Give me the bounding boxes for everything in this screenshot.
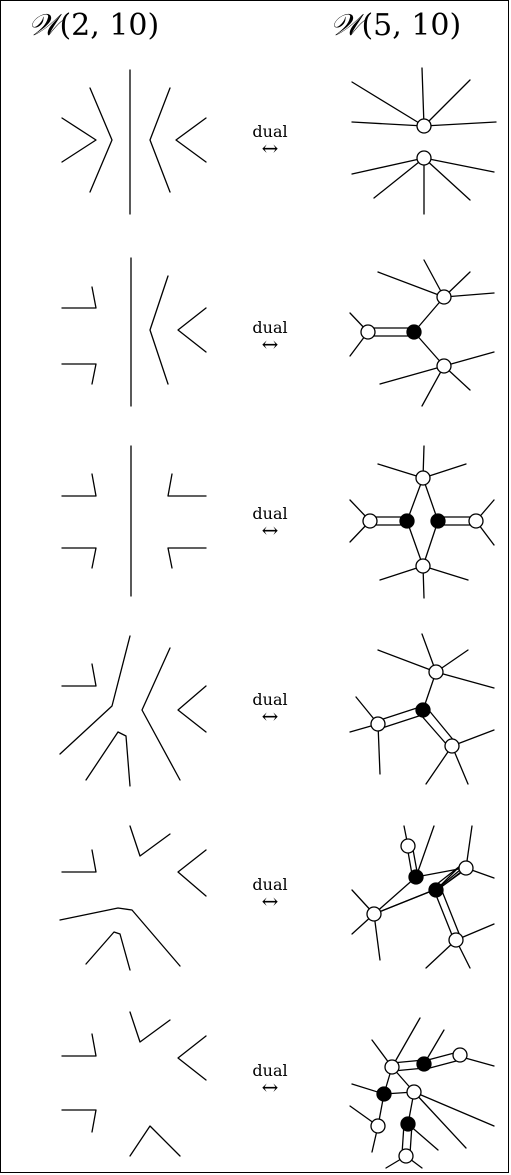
white-vertex — [436, 358, 452, 374]
double-arrow-icon: ↔ — [261, 889, 279, 913]
black-vertex — [399, 513, 415, 529]
double-arrow-icon: ↔ — [261, 332, 279, 356]
dual-label-row-5: dual↔ — [245, 875, 295, 913]
white-vertex — [444, 738, 460, 754]
right-diagram-row-3 — [349, 445, 495, 599]
black-vertex — [376, 1086, 392, 1102]
dual-label-row-3: dual↔ — [245, 504, 295, 542]
white-vertex — [406, 1084, 422, 1100]
double-arrow-icon: ↔ — [261, 1075, 279, 1099]
white-vertex — [366, 906, 382, 922]
white-vertex — [458, 860, 474, 876]
right-diagram-row-6 — [349, 1017, 495, 1169]
black-vertex — [408, 869, 424, 885]
right-diagram-row-4 — [349, 633, 495, 785]
dual-label-row-2: dual↔ — [245, 318, 295, 356]
white-vertex — [400, 838, 416, 854]
header-left-symbol: 𝒲 — [28, 8, 60, 43]
dual-label-row-6: dual↔ — [245, 1061, 295, 1099]
left-diagram-row-1 — [61, 69, 207, 215]
black-vertex — [415, 702, 431, 718]
white-vertex — [436, 289, 452, 305]
black-vertex — [406, 324, 422, 340]
white-vertex — [398, 1148, 414, 1164]
black-vertex — [416, 1056, 432, 1072]
header-left-args: (2, 10) — [59, 8, 160, 43]
white-vertex — [370, 716, 386, 732]
black-vertex — [430, 513, 446, 529]
white-vertex — [384, 1059, 400, 1075]
dual-label-row-4: dual↔ — [245, 690, 295, 728]
dual-text: dual — [252, 318, 288, 337]
header-w-5-10: 𝒲(5, 10) — [330, 8, 461, 43]
left-diagram-row-5 — [59, 825, 207, 971]
left-diagram-row-6 — [61, 1011, 207, 1157]
header-right-args: (5, 10) — [361, 8, 462, 43]
dual-text: dual — [252, 875, 288, 894]
white-vertex — [448, 932, 464, 948]
black-vertex — [400, 1116, 416, 1132]
white-vertex — [428, 664, 444, 680]
white-vertex — [362, 513, 378, 529]
white-vertex — [415, 470, 431, 486]
dual-text: dual — [252, 1061, 288, 1080]
left-diagram-row-2 — [61, 257, 207, 407]
white-vertex — [415, 558, 431, 574]
left-diagram-row-3 — [61, 445, 207, 597]
right-diagram-row-5 — [351, 825, 495, 969]
white-vertex — [416, 118, 432, 134]
white-vertex — [468, 513, 484, 529]
dual-text: dual — [252, 690, 288, 709]
double-arrow-icon: ↔ — [261, 136, 279, 160]
header-right-symbol: 𝒲 — [330, 8, 362, 43]
white-vertex — [452, 1047, 468, 1063]
header-w-2-10: 𝒲(2, 10) — [28, 8, 159, 43]
dual-text: dual — [252, 122, 288, 141]
white-vertex — [360, 324, 376, 340]
right-diagram-row-2 — [349, 259, 495, 407]
white-vertex — [370, 1118, 386, 1134]
black-vertex — [428, 882, 444, 898]
white-vertex — [416, 150, 432, 166]
dual-label-row-1: dual↔ — [245, 122, 295, 160]
right-diagram-row-1 — [351, 67, 497, 215]
left-diagram-row-4 — [59, 635, 207, 787]
dual-text: dual — [252, 504, 288, 523]
double-arrow-icon: ↔ — [261, 518, 279, 542]
double-arrow-icon: ↔ — [261, 704, 279, 728]
